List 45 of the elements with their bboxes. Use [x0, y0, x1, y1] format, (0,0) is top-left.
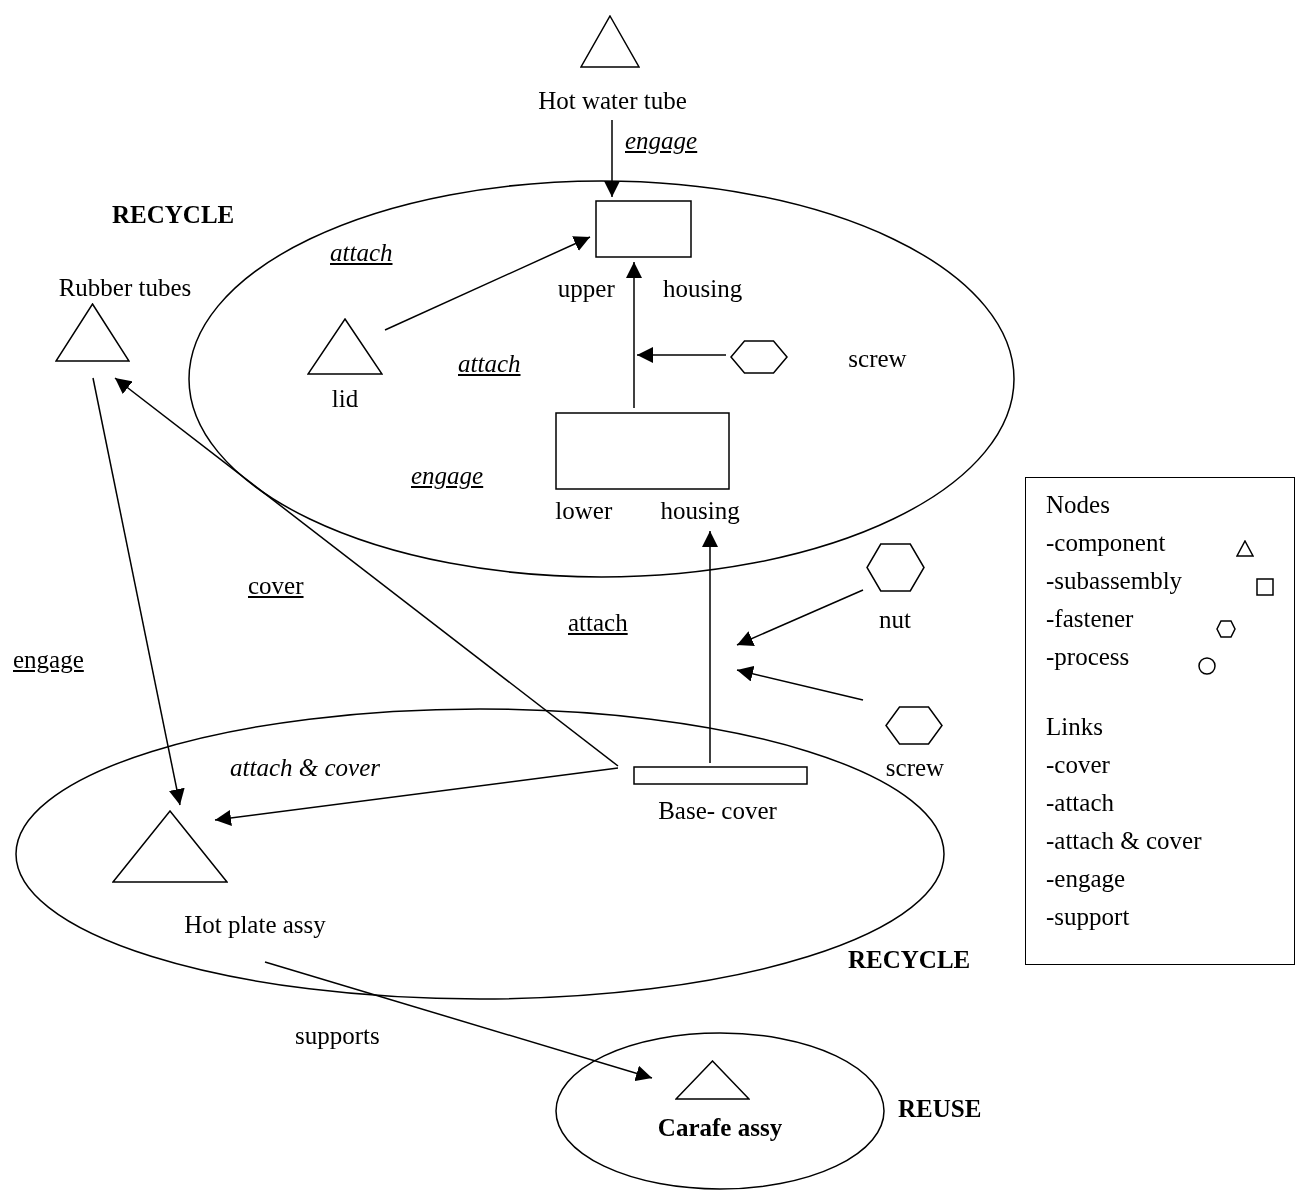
legend-text: -component [1046, 528, 1166, 558]
arrow [736, 589, 864, 646]
node-label: lid [330, 384, 360, 414]
arrow [736, 665, 864, 701]
arrow [636, 347, 727, 363]
edge-label: engage [13, 645, 84, 675]
edge-label: cover [248, 571, 304, 601]
legend-text: -engage [1046, 864, 1126, 894]
arrow [702, 530, 718, 764]
arrow [92, 377, 185, 806]
node-label: Hot water tube [537, 86, 688, 116]
edge-label: engage [625, 126, 698, 156]
node-label: nut [878, 605, 912, 635]
edge-label: attach [458, 349, 521, 379]
arrow [384, 236, 591, 331]
legend-text: Nodes [1046, 490, 1110, 520]
legend-text: -cover [1046, 750, 1110, 780]
legend-text: -attach [1046, 788, 1114, 818]
node-label: lower housing [554, 496, 741, 526]
legend-text: -subassembly [1046, 566, 1183, 596]
edge-label: attach [330, 238, 393, 268]
group-heading: REUSE [898, 1094, 982, 1124]
legend-text: Links [1046, 712, 1103, 742]
edge-label: supports [295, 1021, 380, 1051]
node-label: screw [884, 753, 946, 783]
group-heading: RECYCLE [848, 945, 971, 975]
edge-label: attach [568, 608, 628, 638]
node-label: upper housing [556, 274, 744, 304]
arrow [114, 377, 619, 767]
node-label: Rubber tubes [57, 273, 193, 303]
legend-text: -fastener [1046, 604, 1134, 634]
arrow [264, 961, 653, 1082]
node-label: screw [847, 344, 908, 374]
arrow [214, 767, 619, 826]
node-label: Hot plate assy [183, 910, 327, 940]
edge-label: attach & cover [230, 753, 380, 783]
arrow [604, 119, 620, 198]
link-label: engage [411, 461, 484, 491]
node-label: Carafe assy [656, 1113, 784, 1143]
legend-text: -process [1046, 642, 1130, 672]
legend-text: -support [1046, 902, 1130, 932]
arrow [626, 261, 642, 409]
group-heading: RECYCLE [112, 200, 235, 230]
legend-text: -attach & cover [1046, 826, 1202, 856]
node-label: Base- cover [657, 796, 778, 826]
